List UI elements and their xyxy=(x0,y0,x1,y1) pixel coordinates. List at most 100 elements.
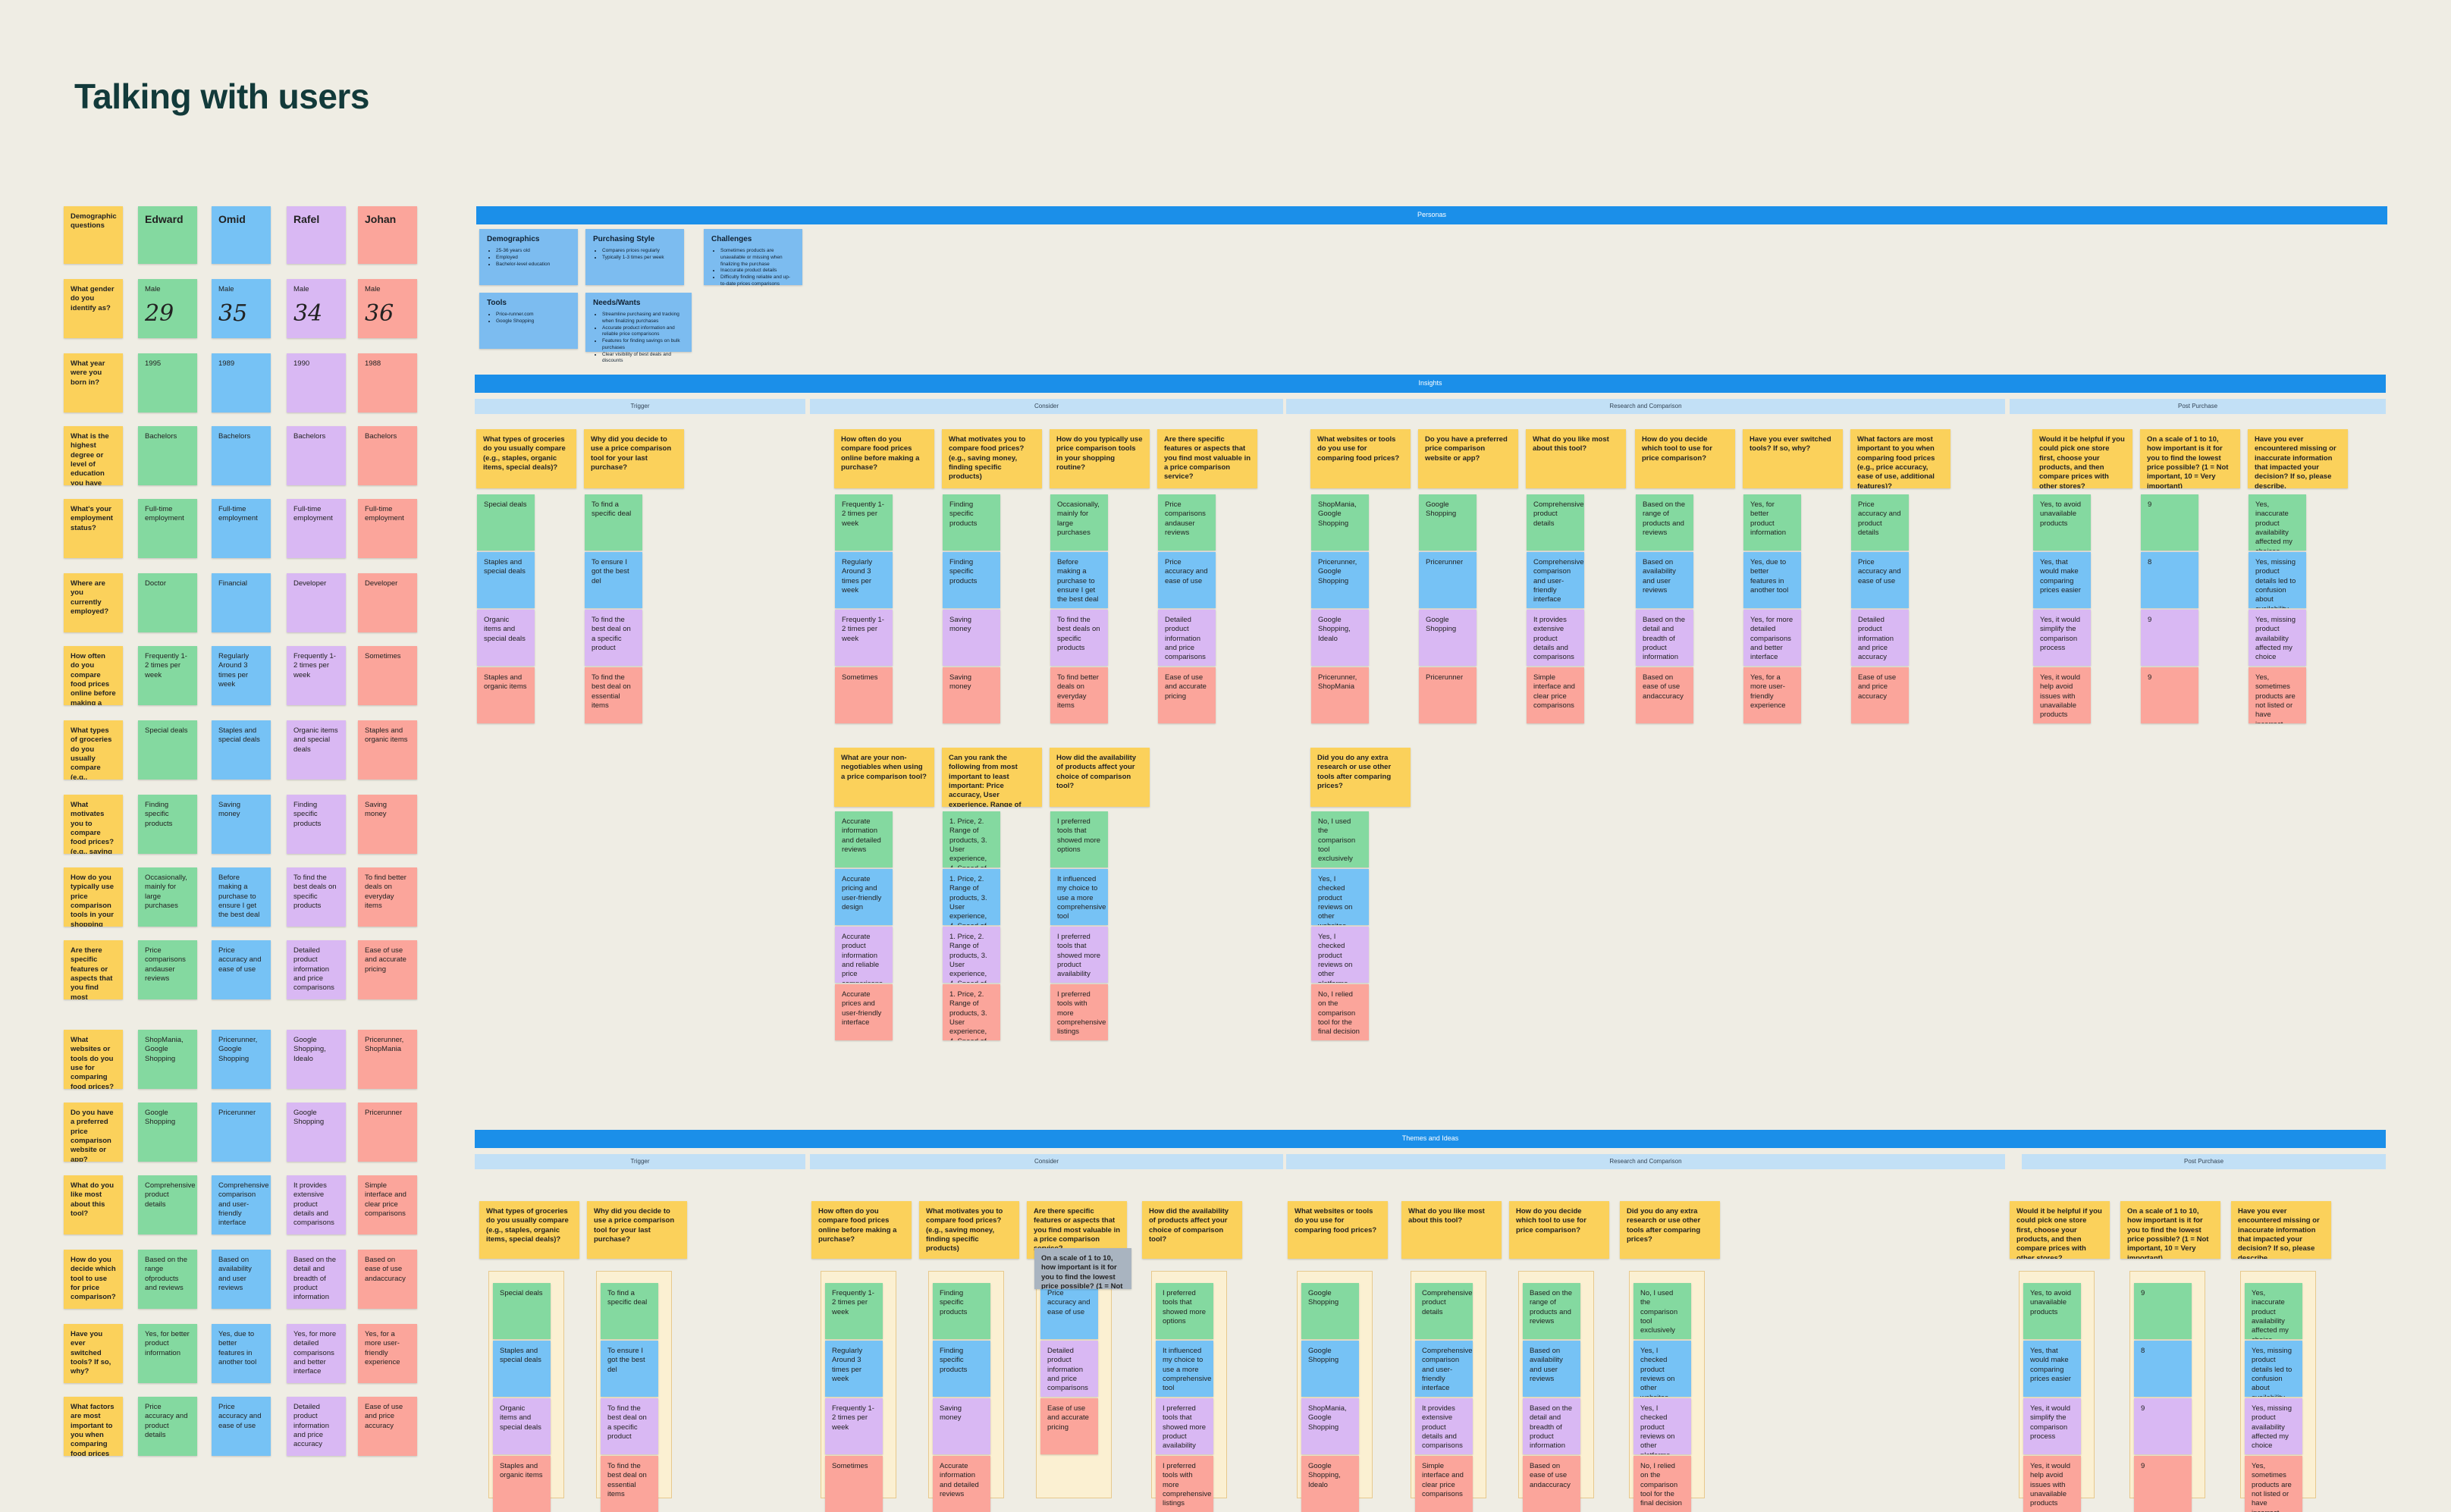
theme-answer[interactable]: Ease of use and accurate pricing xyxy=(1040,1398,1098,1454)
answer-note[interactable]: Doctor xyxy=(138,573,197,632)
theme-question[interactable]: What motivates you to compare food price… xyxy=(919,1201,1019,1259)
insight-answer[interactable]: Organic items and special deals xyxy=(477,610,535,666)
insight-answer[interactable]: Finding specific products xyxy=(943,552,1000,608)
insight-question[interactable]: How do you typically use price compariso… xyxy=(1050,429,1150,488)
insight-answer[interactable]: No, I relied on the comparison tool for … xyxy=(1311,984,1369,1040)
insight-answer[interactable]: Based on the detail and breadth of produ… xyxy=(1636,610,1693,666)
theme-answer[interactable]: It influenced my choice to use a more co… xyxy=(1156,1341,1213,1397)
insight-answer[interactable]: Pricerunner, ShopMania xyxy=(1311,667,1369,723)
insight-answer[interactable]: 1. Price, 2. Range of products, 3. User … xyxy=(943,927,1000,983)
answer-note[interactable]: Comprehensive comparison and user-friend… xyxy=(212,1175,271,1234)
theme-answer[interactable]: Yes, it would help avoid issues with una… xyxy=(2023,1456,2081,1512)
answer-note[interactable]: Price comparisons andauser reviews xyxy=(138,940,197,999)
persona-card[interactable]: ToolsPrice-runner.comGoogle Shopping xyxy=(479,293,578,349)
insight-answer[interactable]: Yes, I checked product reviews on other … xyxy=(1311,927,1369,983)
theme-question[interactable]: How do you decide which tool to use for … xyxy=(1509,1201,1609,1259)
insight-answer[interactable]: Saving money xyxy=(943,610,1000,666)
insight-answer[interactable]: Yes, sometimes products are not listed o… xyxy=(2249,667,2306,723)
insight-answer[interactable]: 1. Price, 2. Range of products, 3. User … xyxy=(943,869,1000,925)
insight-question[interactable]: What websites or tools do you use for co… xyxy=(1310,429,1411,488)
theme-answer[interactable]: Yes, I checked product reviews on other … xyxy=(1633,1398,1691,1454)
insight-answer[interactable]: Based on the range of products and revie… xyxy=(1636,494,1693,551)
insight-question[interactable]: What motivates you to compare food price… xyxy=(942,429,1042,488)
insight-answer[interactable]: It influenced my choice to use a more co… xyxy=(1050,869,1108,925)
insight-answer[interactable]: Ease of use and accurate pricing xyxy=(1158,667,1216,723)
answer-note[interactable]: Detailed product information and price a… xyxy=(287,1397,346,1456)
insight-answer[interactable]: Yes, for a more user-friendly experience xyxy=(1743,667,1801,723)
answer-note[interactable]: ShopMania, Google Shopping xyxy=(138,1030,197,1089)
insight-answer[interactable]: Frequently 1-2 times per week xyxy=(835,494,893,551)
header-omid[interactable]: Omid xyxy=(212,206,271,264)
theme-answer[interactable]: Yes, that would make comparing prices ea… xyxy=(2023,1341,2081,1397)
insight-answer[interactable]: Yes, that would make comparing prices ea… xyxy=(2033,552,2091,608)
theme-answer[interactable]: Yes, sometimes products are not listed o… xyxy=(2245,1456,2302,1512)
theme-question[interactable]: How often do you compare food prices onl… xyxy=(811,1201,912,1259)
answer-note[interactable]: Sometimes xyxy=(358,646,417,705)
theme-answer[interactable]: Google Shopping, Idealo xyxy=(1301,1456,1359,1512)
answer-note[interactable]: Frequently 1-2 times per week xyxy=(138,646,197,705)
answer-note[interactable]: To find better deals on everyday items xyxy=(358,867,417,927)
answer-note[interactable]: Detailed product information and price c… xyxy=(287,940,346,999)
insight-answer[interactable]: Pricerunner xyxy=(1419,667,1477,723)
insight-question[interactable]: Do you have a preferred price comparison… xyxy=(1418,429,1518,488)
insight-question[interactable]: What are your non-negotiables when using… xyxy=(834,748,934,807)
insight-answer[interactable]: Google Shopping xyxy=(1419,610,1477,666)
insight-answer[interactable]: Price accuracy and ease of use xyxy=(1851,552,1909,608)
insight-answer[interactable]: Comprehensive comparison and user-friend… xyxy=(1527,552,1584,608)
answer-note[interactable]: Simple interface and clear price compari… xyxy=(358,1175,417,1234)
answer-note[interactable]: Staples and organic items xyxy=(358,720,417,780)
insight-answer[interactable]: Yes, I checked product reviews on other … xyxy=(1311,869,1369,925)
theme-question[interactable]: Have you ever encountered missing or ina… xyxy=(2231,1201,2331,1259)
theme-answer[interactable]: Based on the range of products and revie… xyxy=(1523,1283,1580,1339)
theme-answer[interactable]: No, I relied on the comparison tool for … xyxy=(1633,1456,1691,1512)
answer-note[interactable]: Developer xyxy=(358,573,417,632)
answer-note[interactable]: Ease of use and price accuracy xyxy=(358,1397,417,1456)
theme-answer[interactable]: To find the best deal on essential items xyxy=(601,1456,658,1512)
answer-note[interactable]: Yes, for better product information xyxy=(138,1324,197,1383)
insight-answer[interactable]: Finding specific products xyxy=(943,494,1000,551)
answer-note[interactable]: Yes, for more detailed comparisons and b… xyxy=(287,1324,346,1383)
theme-answer[interactable]: Comprehensive product details xyxy=(1415,1283,1473,1339)
theme-answer[interactable]: Frequently 1-2 times per week xyxy=(825,1283,883,1339)
theme-answer[interactable]: It provides extensive product details an… xyxy=(1415,1398,1473,1454)
insight-question[interactable]: Have you ever encountered missing or ina… xyxy=(2248,429,2348,488)
insight-answer[interactable]: Comprehensive product details xyxy=(1527,494,1584,551)
theme-answer[interactable]: I preferred tools that showed more produ… xyxy=(1156,1398,1213,1454)
insight-answer[interactable]: To find the best deal on a specific prod… xyxy=(585,610,642,666)
insight-answer[interactable]: To find better deals on everyday items xyxy=(1050,667,1108,723)
insight-question[interactable]: On a scale of 1 to 10, how important is … xyxy=(2140,429,2240,488)
answer-note[interactable]: Saving money xyxy=(212,795,271,854)
theme-answer[interactable]: Regularly Around 3 times per week xyxy=(825,1341,883,1397)
question-note[interactable]: How often do you compare food prices onl… xyxy=(64,646,123,705)
theme-answer[interactable]: Special deals xyxy=(493,1283,551,1339)
answer-note[interactable]: Google Shopping, Idealo xyxy=(287,1030,346,1089)
insight-answer[interactable]: Price accuracy and ease of use xyxy=(1158,552,1216,608)
answer-note[interactable]: Special deals xyxy=(138,720,197,780)
insight-answer[interactable]: To ensure I got the best del xyxy=(585,552,642,608)
answer-note[interactable]: Ease of use and accurate pricing xyxy=(358,940,417,999)
insight-answer[interactable]: 9 xyxy=(2141,610,2198,666)
theme-question[interactable]: Why did you decide to use a price compar… xyxy=(587,1201,687,1259)
answer-note[interactable]: To find the best deals on specific produ… xyxy=(287,867,346,927)
theme-answer[interactable]: 9 xyxy=(2134,1456,2192,1512)
insight-answer[interactable]: Staples and organic items xyxy=(477,667,535,723)
insight-answer[interactable]: Saving money xyxy=(943,667,1000,723)
answer-note[interactable]: Price accuracy and product details xyxy=(138,1397,197,1456)
question-note[interactable]: What factors are most important to you w… xyxy=(64,1397,123,1456)
theme-question[interactable]: Would it be helpful if you could pick on… xyxy=(2010,1201,2110,1259)
answer-note[interactable]: Pricerunner, Google Shopping xyxy=(212,1030,271,1089)
theme-answer[interactable]: Finding specific products xyxy=(933,1341,990,1397)
question-note[interactable]: What websites or tools do you use for co… xyxy=(64,1030,123,1089)
answer-note[interactable]: Google Shopping xyxy=(138,1103,197,1162)
answer-note[interactable]: Based on the detail and breadth of produ… xyxy=(287,1250,346,1309)
answer-note[interactable]: Full-time employment xyxy=(287,499,346,558)
insight-question[interactable]: What types of groceries do you usually c… xyxy=(476,429,576,488)
theme-answer[interactable]: Comprehensive comparison and user-friend… xyxy=(1415,1341,1473,1397)
answer-note[interactable]: Full-time employment xyxy=(358,499,417,558)
theme-answer[interactable]: To ensure I got the best del xyxy=(601,1341,658,1397)
question-note[interactable]: Do you have a preferred price comparison… xyxy=(64,1103,123,1162)
insight-answer[interactable]: Based on availability and user reviews xyxy=(1636,552,1693,608)
